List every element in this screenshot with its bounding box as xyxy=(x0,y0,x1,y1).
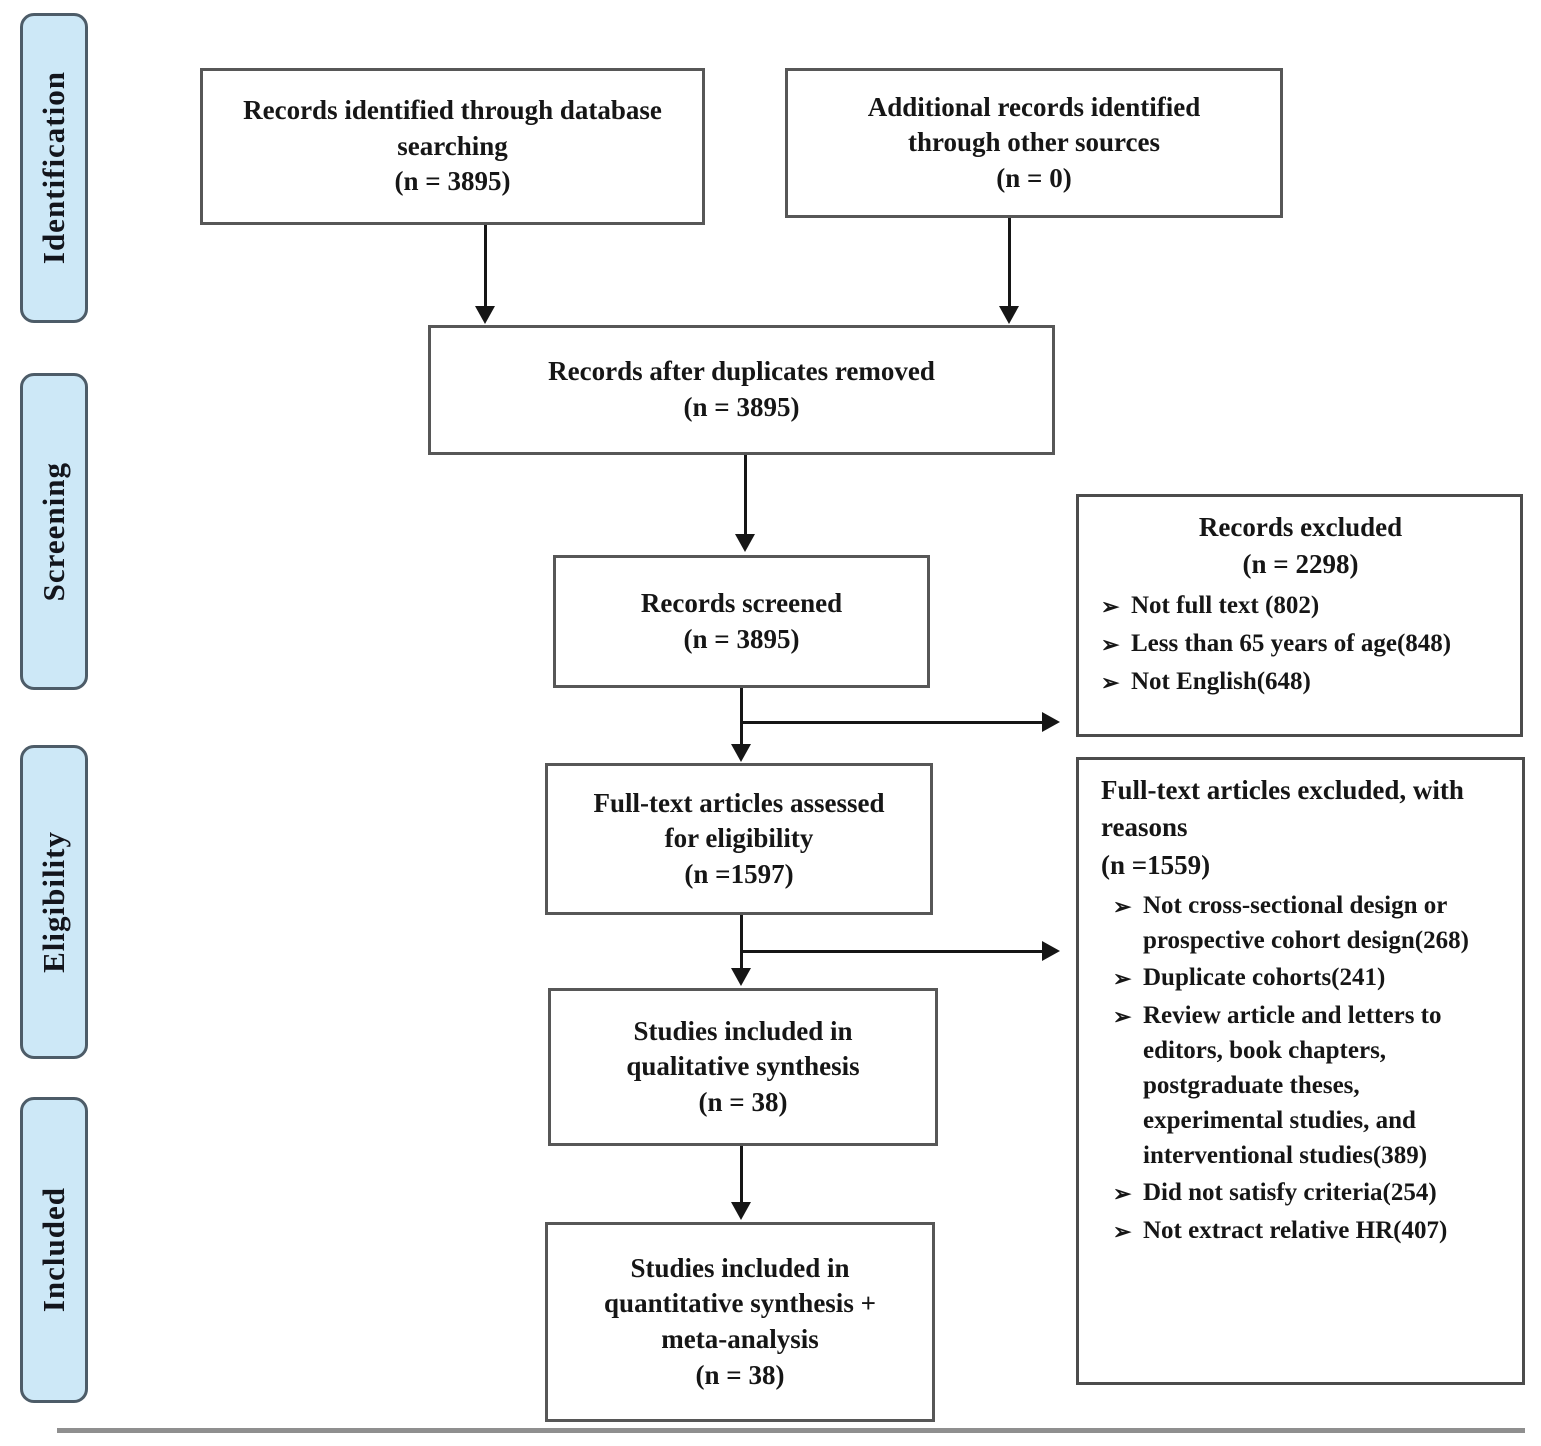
exclusion-item: ➢ Not full text (802) xyxy=(1101,588,1506,624)
box-additional-records: Additional records identified through ot… xyxy=(785,68,1283,218)
box-after-duplicates: Records after duplicates removed (n = 38… xyxy=(428,325,1055,455)
arrow-identified-to-duplicates-head xyxy=(475,306,495,324)
arrow-duplicates-to-screened-line xyxy=(744,455,747,535)
box-records-screened: Records screened (n = 3895) xyxy=(553,555,930,688)
stage-tab-screening: Screening xyxy=(20,373,88,690)
exclusion-item: ➢ Did not satisfy criteria(254) xyxy=(1113,1175,1508,1211)
arrow-bullet-icon: ➢ xyxy=(1113,1180,1132,1206)
fulltext-excluded-title: Full-text articles excluded, with reason… xyxy=(1101,775,1464,880)
stage-label-included: Included xyxy=(36,1187,71,1313)
arrow-sources-to-duplicates-line xyxy=(1008,218,1011,308)
arrow-qualitative-to-quantitative-head xyxy=(731,1202,751,1220)
exclusion-item: ➢ Duplicate cohorts(241) xyxy=(1113,960,1508,996)
box-records-excluded: Records excluded (n = 2298) ➢ Not full t… xyxy=(1076,494,1523,737)
exclusion-item-text: Not extract relative HR(407) xyxy=(1143,1216,1448,1244)
arrow-bullet-icon: ➢ xyxy=(1101,593,1120,619)
arrow-screened-to-fulltext-head xyxy=(731,744,751,762)
arrow-bullet-icon: ➢ xyxy=(1113,965,1132,991)
box-quantitative-synthesis: Studies included in quantitative synthes… xyxy=(545,1222,935,1422)
arrow-identified-to-duplicates-line xyxy=(484,225,487,308)
arrow-bullet-icon: ➢ xyxy=(1101,669,1120,695)
arrow-fulltext-to-qualitative-line xyxy=(740,915,743,969)
exclusion-item-text: Not cross-sectional design or prospectiv… xyxy=(1143,891,1469,954)
arrow-bullet-icon: ➢ xyxy=(1113,1003,1132,1029)
arrow-sources-to-duplicates-head xyxy=(999,306,1019,324)
exclusion-item: ➢ Not cross-sectional design or prospect… xyxy=(1113,888,1508,958)
fulltext-excluded-list: ➢ Not cross-sectional design or prospect… xyxy=(1095,888,1508,1249)
arrow-screened-to-excluded-line xyxy=(741,721,1043,724)
arrow-qualitative-to-quantitative-line xyxy=(740,1146,743,1203)
exclusion-item: ➢ Less than 65 years of age(848) xyxy=(1101,626,1506,662)
exclusion-item: ➢ Review article and letters to editors,… xyxy=(1113,998,1508,1173)
records-excluded-title: Records excluded (n = 2298) xyxy=(1198,512,1403,580)
arrow-bullet-icon: ➢ xyxy=(1101,631,1120,657)
exclusion-item-text: Duplicate cohorts(241) xyxy=(1143,963,1386,991)
exclusion-item-text: Did not satisfy criteria(254) xyxy=(1143,1178,1437,1206)
exclusion-item: ➢ Not English(648) xyxy=(1101,664,1506,700)
exclusion-item-text: Less than 65 years of age(848) xyxy=(1131,629,1452,657)
exclusion-item-text: Not English(648) xyxy=(1131,667,1311,695)
records-excluded-list: ➢ Not full text (802) ➢ Less than 65 yea… xyxy=(1095,588,1506,700)
arrow-screened-to-excluded-head xyxy=(1042,712,1060,732)
exclusion-item: ➢ Not extract relative HR(407) xyxy=(1113,1213,1508,1249)
arrow-fulltext-to-excluded-line xyxy=(741,950,1043,953)
stage-label-identification: Identification xyxy=(36,71,71,265)
exclusion-item-text: Review article and letters to editors, b… xyxy=(1143,1001,1442,1169)
exclusion-item-text: Not full text (802) xyxy=(1131,591,1320,619)
stage-tab-identification: Identification xyxy=(20,13,88,323)
arrow-duplicates-to-screened-head xyxy=(735,534,755,552)
arrow-fulltext-to-qualitative-head xyxy=(731,968,751,986)
stage-label-screening: Screening xyxy=(36,461,71,602)
stage-tab-included: Included xyxy=(20,1097,88,1403)
stage-tab-eligibility: Eligibility xyxy=(20,745,88,1059)
arrow-bullet-icon: ➢ xyxy=(1113,893,1132,919)
arrow-screened-to-fulltext-line xyxy=(740,688,743,745)
bottom-divider xyxy=(57,1428,1525,1433)
box-records-identified: Records identified through database sear… xyxy=(200,68,705,225)
box-fulltext-excluded: Full-text articles excluded, with reason… xyxy=(1076,757,1525,1385)
arrow-fulltext-to-excluded-head xyxy=(1042,941,1060,961)
box-fulltext-assessed: Full-text articles assessed for eligibil… xyxy=(545,763,933,915)
box-qualitative-synthesis: Studies included in qualitative synthesi… xyxy=(548,988,938,1146)
stage-label-eligibility: Eligibility xyxy=(36,831,71,973)
arrow-bullet-icon: ➢ xyxy=(1113,1218,1132,1244)
